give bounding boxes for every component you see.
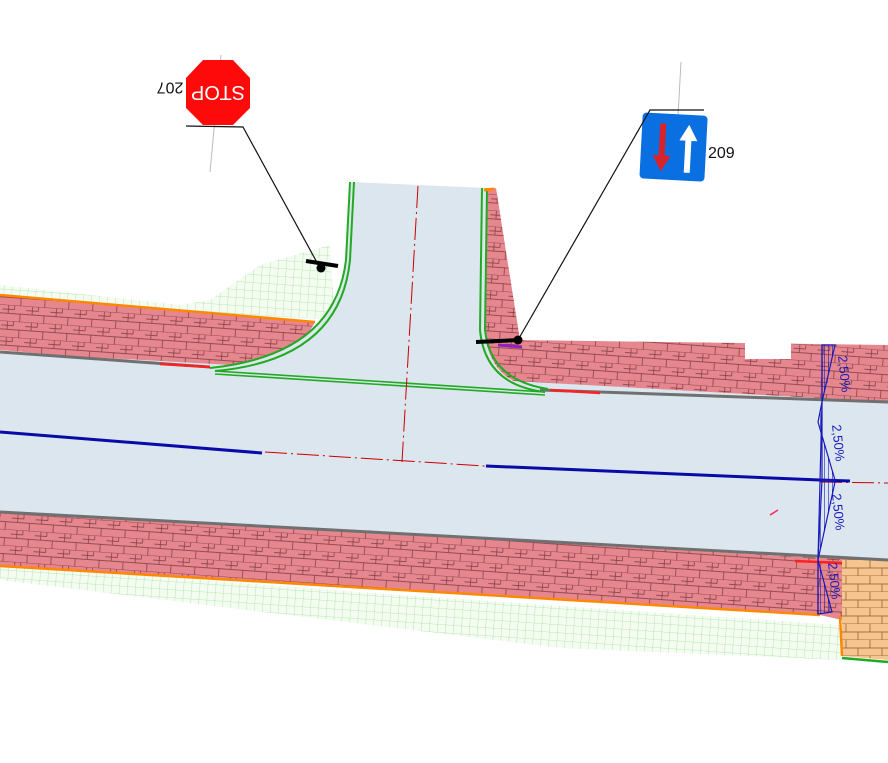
- priority-sign-post-icon: [475, 335, 523, 349]
- sidewalk-top-left: [0, 295, 315, 368]
- sidewalk-bottom-right-alt: [842, 558, 888, 660]
- priority-sign-number: 209: [708, 145, 735, 162]
- curb-mouth: [214, 370, 546, 396]
- stop-sign-leader: [185, 125, 321, 269]
- sidewalk-notch: [745, 343, 791, 359]
- cross-section-slope: [817, 344, 836, 615]
- grass-verge-bottom: [0, 565, 842, 660]
- side-road-surface: [210, 182, 545, 392]
- curb-bottom-right: [841, 656, 888, 664]
- stop-sign-post-icon: [305, 259, 339, 273]
- slope-label-2: 2,50%: [829, 424, 848, 463]
- curb-side-road-right-inner: [483, 187, 549, 390]
- curb-side-road-left-inner: [214, 181, 355, 372]
- red-mark-right: [549, 388, 601, 395]
- stop-sign-icon: [186, 60, 250, 125]
- priority-sign-icon: [639, 112, 708, 182]
- slope-label-1: 2,50%: [835, 355, 854, 394]
- sidewalk-bottom: [0, 512, 842, 620]
- red-tick: [769, 509, 779, 516]
- red-mark-left: [159, 362, 211, 369]
- edge-line-top-left: [0, 293, 316, 324]
- stop-sign-number: 207: [157, 79, 184, 96]
- road-edge-bottom: [0, 510, 888, 562]
- main-road-surface: [0, 352, 888, 560]
- curb-side-road-right: [478, 187, 546, 393]
- priority-sign-leader: [517, 109, 704, 341]
- stop-sign-label: STOP: [191, 81, 245, 103]
- edge-line-bottom: [0, 564, 844, 657]
- slope-label-4: 2,50%: [825, 562, 844, 601]
- curb-side-road-left: [209, 181, 351, 369]
- lane-line-left: [0, 430, 263, 455]
- side-road-centerline: [401, 185, 419, 463]
- slope-label-3: 2,50%: [829, 493, 848, 532]
- edge-corner-top-right: [483, 187, 495, 192]
